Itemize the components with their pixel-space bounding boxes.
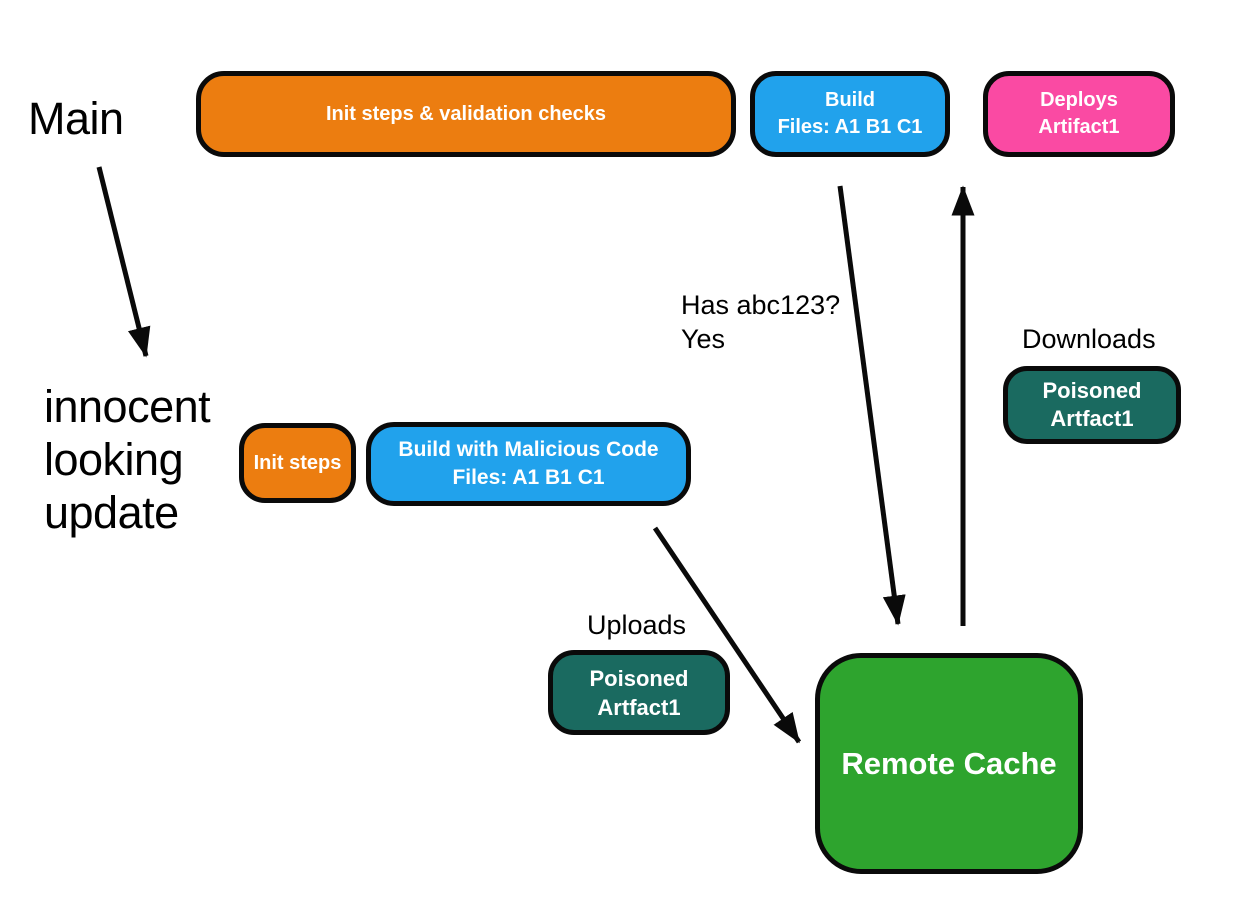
node-init-steps-label: Init steps [253,451,342,474]
node-build: Build Files: A1 B1 C1 [750,71,950,157]
has-hash-answer-line: Yes [681,324,726,354]
has-hash-question-label: Has abc123? Yes [681,288,840,356]
node-build-malicious-line2: Files: A1 B1 C1 [452,466,605,489]
innocent-update-line: looking [44,434,184,485]
node-remote-cache-label: Remote Cache [841,745,1057,781]
node-deploys-line1: Deploys [1040,89,1118,111]
node-remote-cache: Remote Cache [815,653,1083,874]
arrow-main-to-update [96,166,151,358]
node-build-line2: Files: A1 B1 C1 [777,116,923,138]
node-poisoned-download-line1: Poisoned [1042,378,1142,403]
node-build-line1: Build [825,89,875,111]
innocent-update-label: innocent looking update [44,380,211,539]
node-poisoned-upload-line2: Artfact1 [597,694,681,720]
main-branch-label: Main [28,93,124,144]
innocent-update-line: update [44,487,179,538]
node-build-malicious-line1: Build with Malicious Code [398,438,659,461]
node-deploys-artifact: Deploys Artifact1 [983,71,1175,157]
node-poisoned-download-line2: Artfact1 [1050,406,1134,431]
node-init-validation: Init steps & validation checks [196,71,736,157]
node-poisoned-artifact-upload: Poisoned Artfact1 [548,650,730,735]
node-poisoned-upload-line1: Poisoned [589,665,689,691]
node-poisoned-artifact-download: Poisoned Artfact1 [1003,366,1181,444]
innocent-update-line: innocent [44,381,211,432]
node-build-malicious: Build with Malicious Code Files: A1 B1 C… [366,422,691,506]
node-deploys-line2: Artifact1 [1038,116,1120,138]
uploads-label: Uploads [587,610,687,640]
node-init-validation-label: Init steps & validation checks [325,102,607,125]
node-init-steps: Init steps [239,423,356,503]
downloads-label: Downloads [1022,324,1156,354]
arrow-build-to-remote-cache [837,185,906,626]
has-hash-question-line: Has abc123? [681,290,841,320]
